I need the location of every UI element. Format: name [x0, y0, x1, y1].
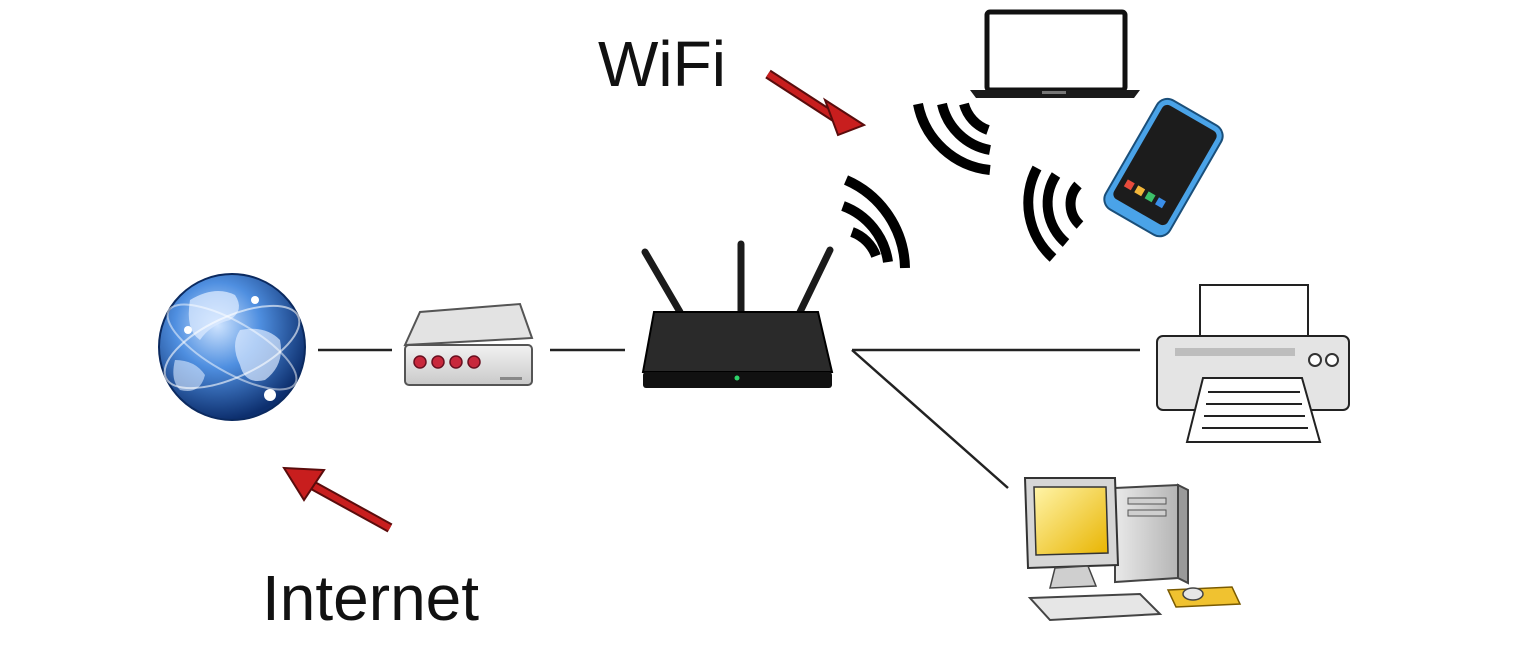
smartphone-icon [1103, 97, 1224, 238]
router-wifi-signal-icon [841, 175, 910, 269]
printer-icon [1156, 284, 1350, 443]
internet-arrow-icon [282, 466, 393, 533]
modem-icon [403, 302, 534, 386]
phone-wifi-signal-icon [1023, 165, 1084, 262]
router-icon [641, 240, 834, 388]
wifi-label: WiFi [598, 28, 726, 100]
wired-links [318, 348, 1140, 489]
link-router-desktop [851, 349, 1009, 489]
desktop-computer-icon [1023, 477, 1242, 622]
globe-icon [158, 273, 306, 421]
laptop-wifi-signal-icon [913, 102, 992, 175]
wifi-arrow-icon [765, 69, 867, 137]
internet-label: Internet [262, 562, 479, 634]
laptop-icon [970, 9, 1140, 98]
